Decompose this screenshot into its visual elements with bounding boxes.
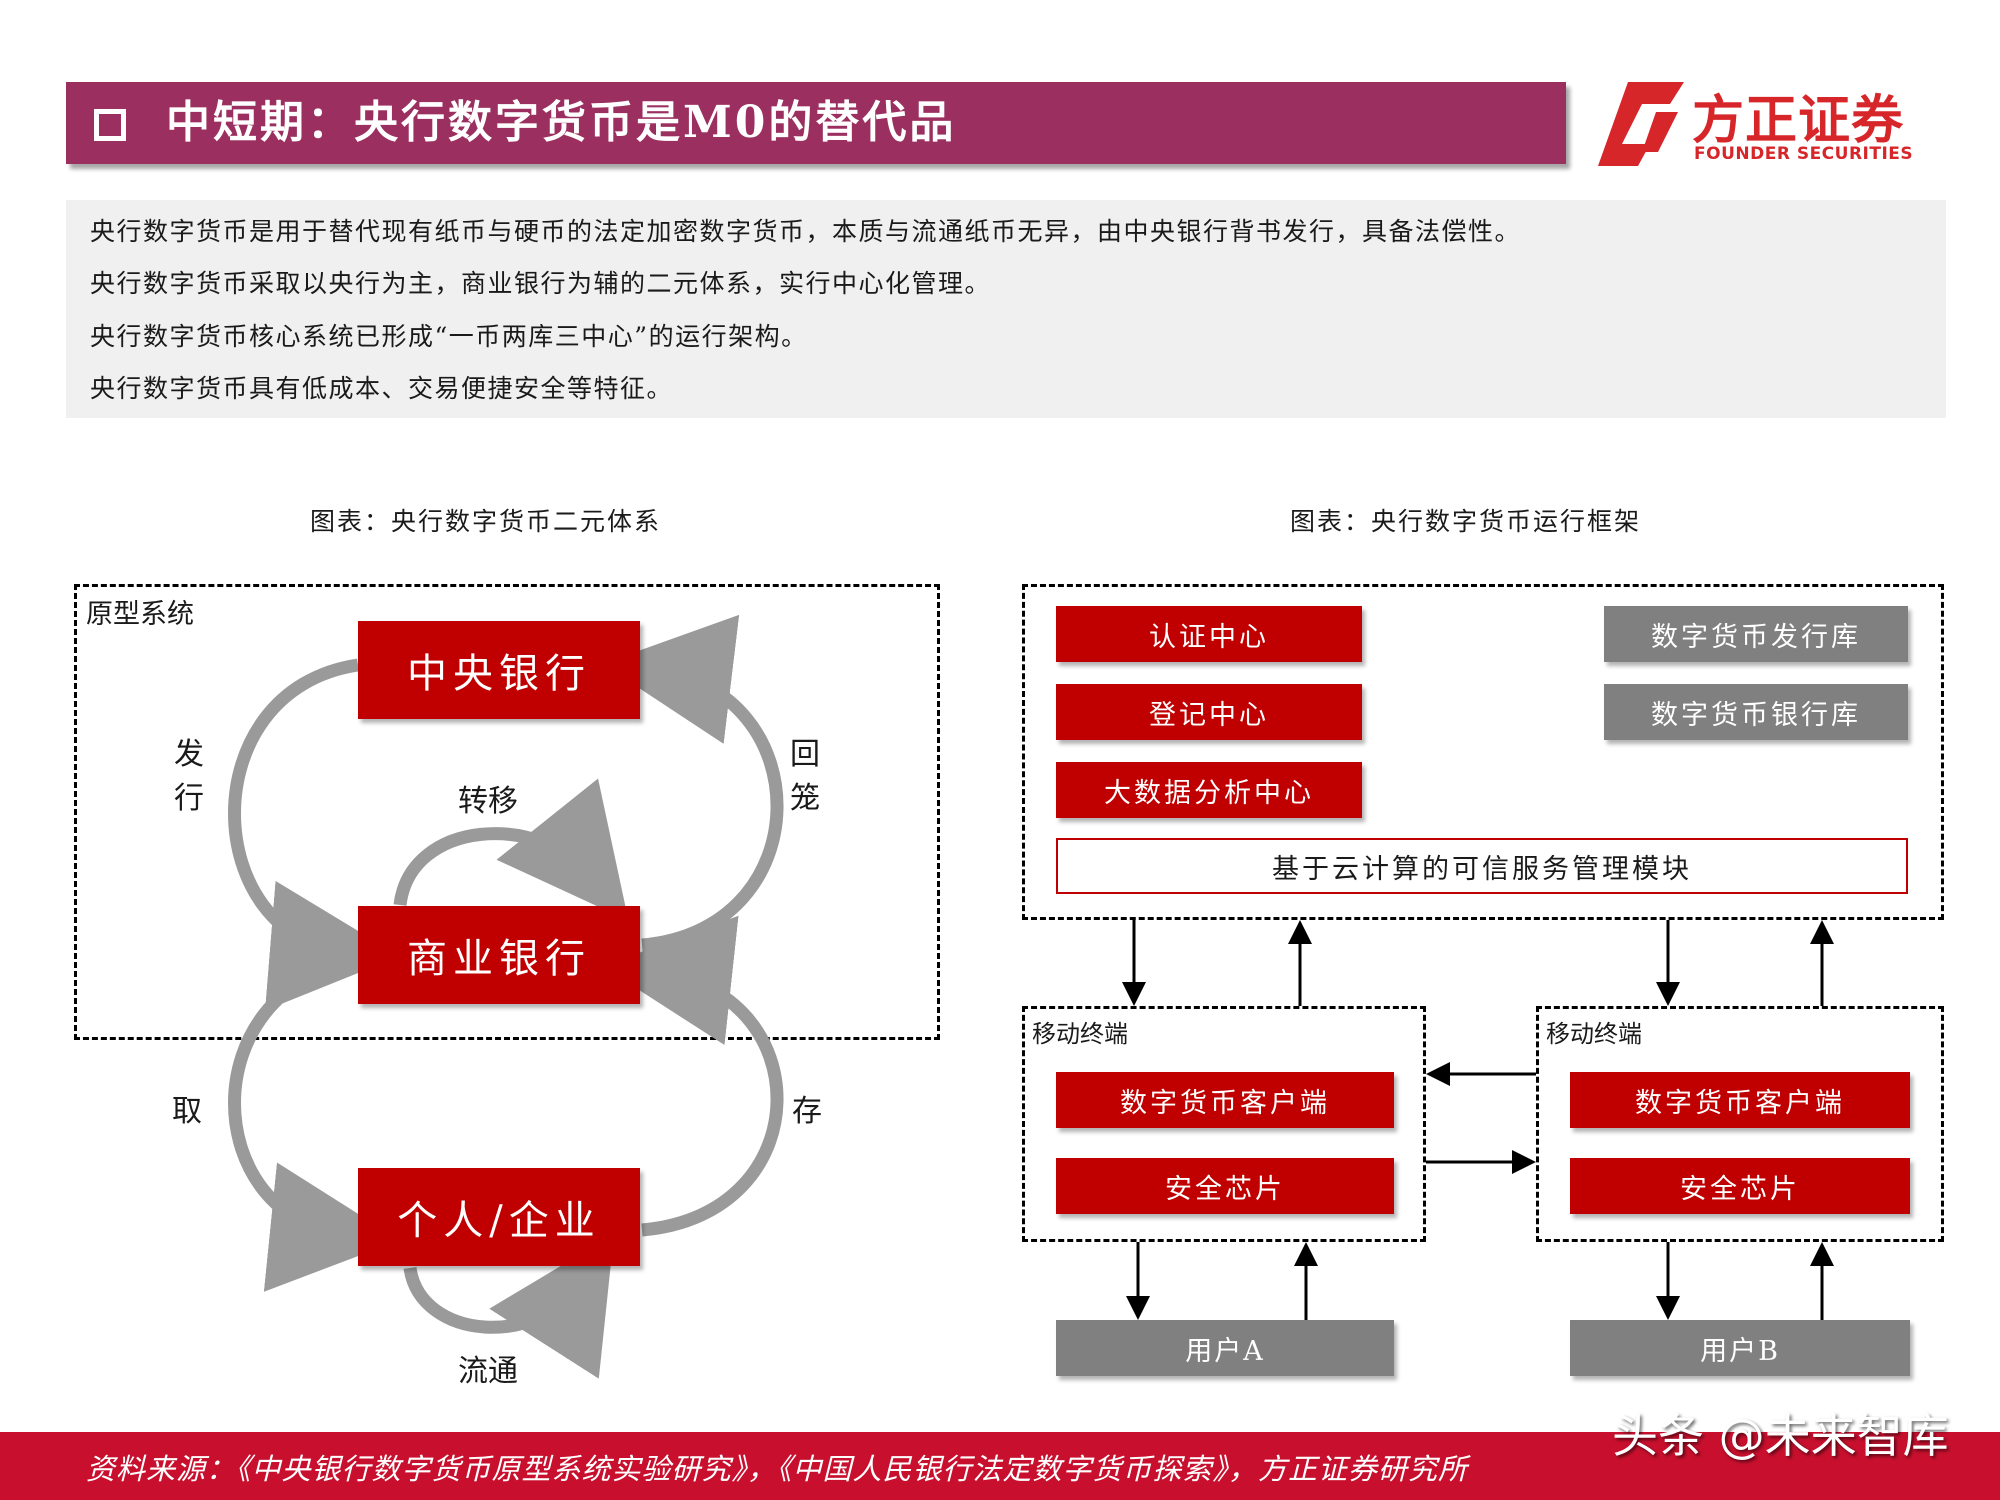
register-center-box: 登记中心 — [1056, 684, 1362, 740]
source-footer: 资料来源：《中央银行数字货币原型系统实验研究》，《中国人民银行法定数字货币探索》… — [0, 1432, 2000, 1500]
summary-line-1: 央行数字货币是用于替代现有纸币与硬币的法定加密数字货币，本质与流通纸币无异，由中… — [90, 217, 1522, 246]
summary-line-4: 央行数字货币具有低成本、交易便捷安全等特征。 — [90, 374, 674, 403]
summary-panel: 央行数字货币是用于替代现有纸币与硬币的法定加密数字货币，本质与流通纸币无异，由中… — [66, 200, 1946, 418]
summary-line-3: 央行数字货币核心系统已形成“一币两库三中心”的运行架构。 — [90, 322, 808, 351]
summary-line-2: 央行数字货币采取以央行为主，商业银行为辅的二元体系，实行中心化管理。 — [90, 269, 992, 298]
bank-db-box: 数字货币银行库 — [1604, 684, 1908, 740]
central-bank-box: 中央银行 — [358, 621, 640, 719]
prototype-system-frame — [74, 584, 940, 1040]
user-b-box: 用户B — [1570, 1320, 1910, 1376]
checkbox-square-icon — [94, 109, 126, 141]
auth-center-box: 认证中心 — [1056, 606, 1362, 662]
logo-text-en: FOUNDER SECURITIES — [1694, 144, 1914, 164]
user-a-box: 用户A — [1056, 1320, 1394, 1376]
logo-text-cn: 方正证券 — [1692, 91, 1905, 151]
withdraw-label: 取 — [172, 1094, 202, 1129]
client-a-box: 数字货币客户端 — [1056, 1072, 1394, 1128]
transfer-label: 转移 — [458, 784, 518, 819]
circulate-label: 流通 — [458, 1354, 518, 1389]
right-figure-caption: 图表：央行数字货币运行框架 — [1290, 507, 1642, 536]
cloud-module-box: 基于云计算的可信服务管理模块 — [1056, 838, 1908, 894]
commercial-bank-box: 商业银行 — [358, 906, 640, 1004]
client-b-box: 数字货币客户端 — [1570, 1072, 1910, 1128]
mobile-terminal-b-label: 移动终端 — [1546, 1020, 1642, 1048]
recall-label: 回笼 — [790, 737, 820, 816]
mobile-terminal-a-frame — [1022, 1006, 1426, 1242]
deposit-label: 存 — [792, 1094, 822, 1129]
issue-label: 发行 — [174, 737, 204, 816]
page-title: 中短期：央行数字货币是M0的替代品 — [166, 97, 957, 148]
source-text: 资料来源：《中央银行数字货币原型系统实验研究》，《中国人民银行法定数字货币探索》… — [86, 1452, 1469, 1486]
prototype-system-label: 原型系统 — [86, 599, 194, 630]
founder-logo-icon — [1598, 82, 1684, 166]
mobile-terminal-b-frame — [1536, 1006, 1944, 1242]
left-figure-caption: 图表：央行数字货币二元体系 — [310, 507, 662, 536]
chip-b-box: 安全芯片 — [1570, 1158, 1910, 1214]
bigdata-center-box: 大数据分析中心 — [1056, 762, 1362, 818]
mobile-terminal-a-label: 移动终端 — [1032, 1020, 1128, 1048]
issue-db-box: 数字货币发行库 — [1604, 606, 1908, 662]
watermark: 头条 @未来智库 — [1612, 1409, 1949, 1463]
chip-a-box: 安全芯片 — [1056, 1158, 1394, 1214]
title-bar: 中短期：央行数字货币是M0的替代品 — [66, 82, 1566, 164]
individual-enterprise-box: 个人/企业 — [358, 1168, 640, 1266]
core-system-frame — [1022, 584, 1944, 920]
founder-securities-logo: 方正证券 FOUNDER SECURITIES — [1598, 78, 1928, 170]
